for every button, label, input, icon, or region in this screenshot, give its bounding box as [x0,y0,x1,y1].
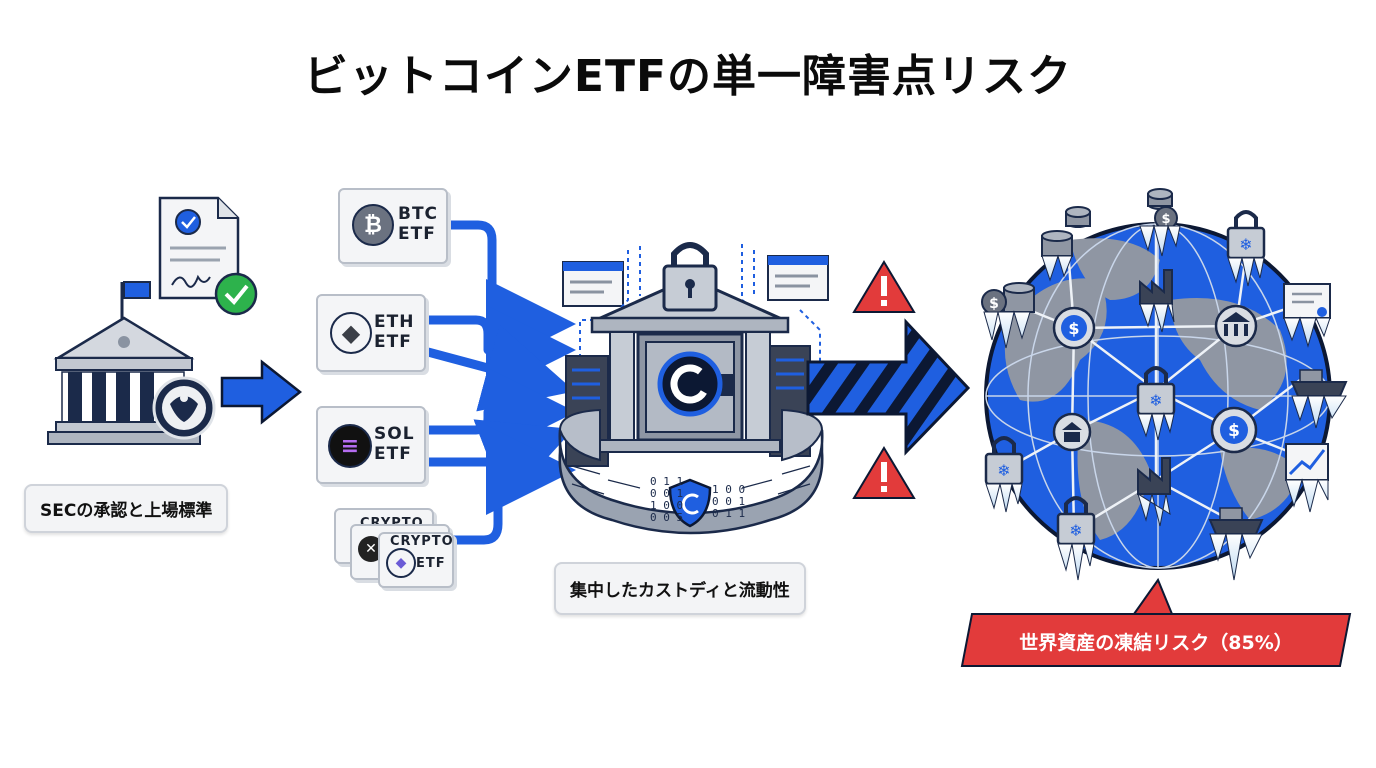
data-window-icon [562,261,624,307]
custodian-logo-icon [657,351,723,417]
svg-text:❄: ❄ [1239,235,1252,254]
eth-etf-line1: ETH [374,312,415,332]
sec-seal-icon [152,376,216,440]
sol-etf-line2: ETF [374,444,412,464]
btc-etf-line2: ETF [398,224,436,244]
svg-text:$: $ [1161,212,1170,227]
check-icon [214,272,258,316]
bitcoin-icon: ₿ [352,204,394,246]
crypto-stack-icon: ◆ [386,548,416,578]
dollar-node-icon: $ [1052,306,1096,350]
btc-etf-line1: BTC [398,204,439,224]
svg-text:$: $ [989,296,999,312]
custody-label: 集中したカストディと流動性 [554,562,806,615]
cargo-ship-icon [1290,369,1348,429]
ethereum-icon: ◆ [330,312,372,354]
frozen-lock-icon: ❄ [1226,210,1266,287]
stock-chart-icon [1285,443,1329,513]
firewall-wall-icon [558,408,824,535]
sol-etf-card: ≡ SOL ETF [316,406,426,484]
flow-arrows [426,220,576,545]
contagion-arrow [806,318,971,456]
coin-stack-icon: $ [1041,188,1181,282]
padlock-icon [662,242,718,312]
approval-arrow [220,359,303,425]
shield-icon [668,478,712,528]
crypto-etf-card: ◆ CRYPTO ETF [378,532,454,588]
factory-icon [1139,269,1175,333]
crypto-etf-line2: ETF [416,556,446,571]
factory-icon [1137,457,1171,527]
risk-label: 世界資産の凍結リスク（85%） [1019,632,1293,654]
sol-etf-line1: SOL [374,424,415,444]
warning-icon [852,446,916,499]
approval-document [158,196,240,300]
page-title: ビットコインETFの単一障害点リスク [303,51,1073,102]
svg-text:❄: ❄ [1069,521,1082,540]
svg-text:❄: ❄ [1149,391,1162,410]
svg-text:$: $ [1228,421,1240,441]
eth-etf-card: ◆ ETH ETF [316,294,426,372]
btc-etf-card: ₿ BTC ETF [338,188,448,264]
data-window-icon [767,255,829,301]
eth-etf-line2: ETF [374,332,412,352]
risk-banner-shape [960,577,1352,667]
cargo-ship-icon [1208,507,1264,581]
bank-node-icon [1052,412,1092,452]
solana-icon: ≡ [328,424,372,468]
bank-node-icon [1214,304,1258,348]
svg-text:❄: ❄ [997,461,1010,480]
warning-icon [852,260,916,313]
dollar-node-icon: $ [1210,406,1258,454]
sec-label: SECの承認と上場標準 [24,484,229,533]
frozen-lock-icon: ❄ [1136,366,1176,441]
svg-text:$: $ [1068,319,1079,338]
frozen-lock-icon: ❄ [1056,496,1096,581]
sec-building-icon [47,281,201,445]
crypto-etf-line1: CRYPTO [390,534,454,549]
frozen-lock-icon: ❄ [984,436,1024,513]
risk-banner: 世界資産の凍結リスク（85%） [962,614,1350,666]
binary-data-left: 0 1 1 0 0 1 1 0 0 0 0 5 [650,475,684,524]
binary-data-right: 1 0 0 0 0 1 0 1 1 [712,483,746,520]
certificate-icon [1283,283,1331,348]
coin-stack-icon: $ [981,282,1035,349]
